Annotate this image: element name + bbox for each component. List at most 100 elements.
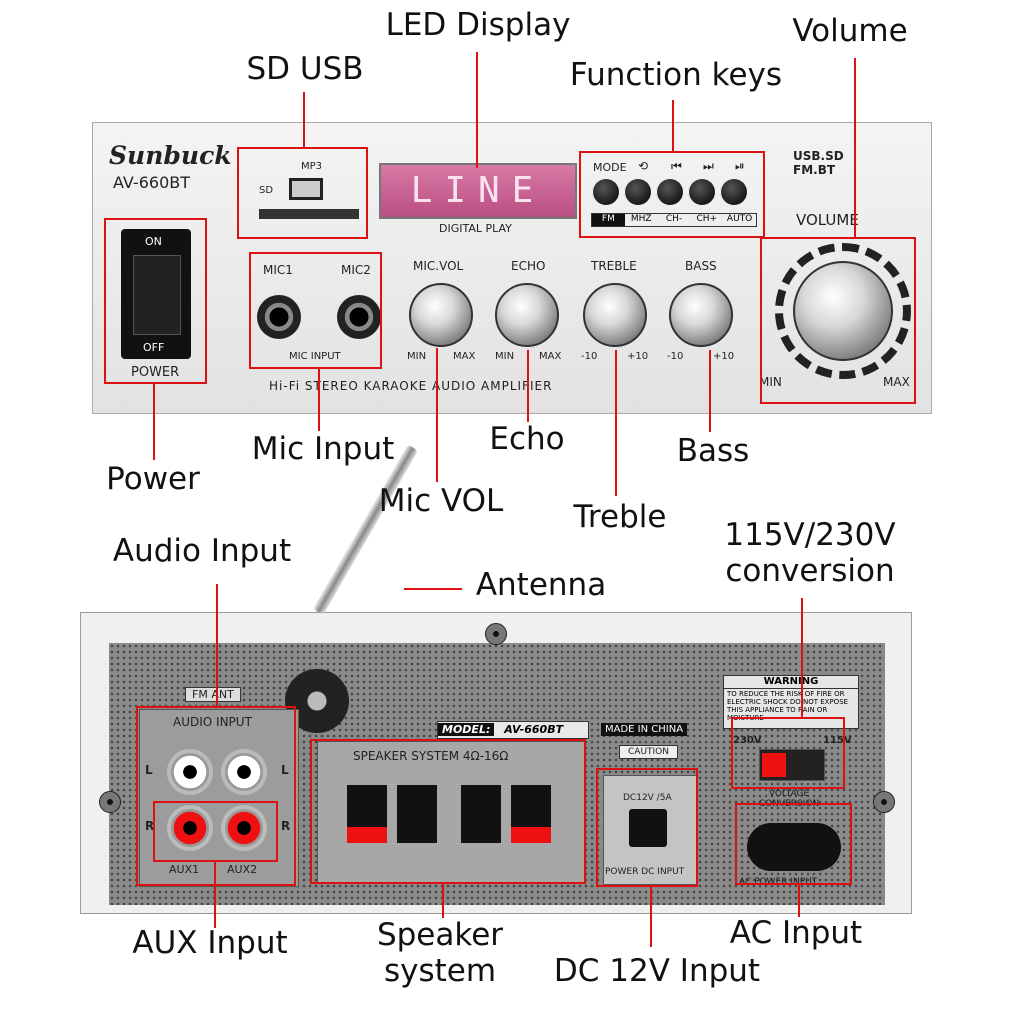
lead-bass bbox=[709, 350, 711, 432]
lead-echo bbox=[527, 350, 529, 422]
sd-usb-box bbox=[237, 147, 368, 239]
label-speaker-system: Speaker system bbox=[376, 917, 504, 989]
treble-knob[interactable] bbox=[583, 283, 647, 347]
warning-title: WARNING bbox=[724, 676, 858, 689]
right-channel-label-2: R bbox=[281, 819, 291, 833]
left-screw bbox=[99, 791, 121, 813]
echo-knob-label: ECHO bbox=[511, 259, 546, 273]
lead-audio-input bbox=[216, 584, 218, 706]
v115-label: 115V bbox=[823, 735, 852, 746]
made-in-label: MADE IN CHINA bbox=[601, 723, 688, 736]
volume-title: VOLUME bbox=[796, 211, 859, 229]
right-screw bbox=[873, 791, 895, 813]
dc-jack[interactable] bbox=[629, 809, 667, 847]
label-mic-input: Mic Input bbox=[251, 431, 395, 467]
auto-label: AUTO bbox=[726, 214, 753, 224]
voltage-conversion-box bbox=[731, 717, 845, 789]
usb-port[interactable] bbox=[289, 178, 323, 200]
antenna-rod[interactable] bbox=[312, 444, 419, 615]
echo-min: MIN bbox=[495, 351, 515, 362]
power-box bbox=[104, 218, 207, 384]
fm-ant-label: FM ANT bbox=[185, 687, 241, 702]
display-text: LINE bbox=[410, 170, 546, 211]
front-panel: Sunbuck AV-660BT MP3 SD LINE DIGITAL PLA… bbox=[92, 122, 932, 414]
volume-knob[interactable] bbox=[793, 261, 893, 361]
mic2-jack[interactable] bbox=[337, 295, 381, 339]
aux1-right-rca[interactable] bbox=[167, 805, 213, 851]
key-label-mode: MODE bbox=[593, 161, 627, 174]
lead-mic-input bbox=[318, 369, 320, 431]
key-label-repeat: ⟲ bbox=[638, 159, 649, 173]
top-screw bbox=[485, 623, 507, 645]
audio-input-section bbox=[139, 709, 299, 887]
echo-max: MAX bbox=[539, 351, 562, 362]
speaker-terminal-right-minus[interactable] bbox=[461, 785, 501, 843]
voltage-switch-slider[interactable] bbox=[762, 753, 786, 777]
label-treble: Treble bbox=[573, 499, 667, 535]
dc-input-section bbox=[603, 775, 697, 885]
mic-input-label: MIC INPUT bbox=[289, 351, 341, 362]
next-button[interactable] bbox=[689, 179, 715, 205]
lead-speaker-system bbox=[442, 884, 444, 918]
lead-led-display bbox=[476, 52, 478, 168]
power-label: POWER bbox=[131, 365, 180, 380]
aux2-right-rca[interactable] bbox=[221, 805, 267, 851]
speaker-system-box bbox=[310, 739, 586, 884]
mic2-label: MIC2 bbox=[341, 263, 371, 277]
speaker-system-label: SPEAKER SYSTEM 4Ω-16Ω bbox=[353, 749, 509, 763]
bass-knob[interactable] bbox=[669, 283, 733, 347]
label-function-keys: Function keys bbox=[569, 57, 783, 93]
aux1-left-rca[interactable] bbox=[167, 749, 213, 795]
repeat-button[interactable] bbox=[625, 179, 651, 205]
model-label: MODEL: bbox=[438, 723, 495, 736]
back-panel: FM ANT AUDIO INPUT L L R R AUX1 AUX2 MOD… bbox=[80, 612, 912, 914]
sd-slot[interactable] bbox=[259, 209, 359, 219]
bass-knob-label: BASS bbox=[685, 259, 717, 273]
ac-power-input-label: AC POWER INPUT bbox=[739, 877, 818, 887]
volume-box bbox=[760, 237, 916, 404]
power-rocker[interactable] bbox=[133, 255, 181, 335]
key-label-next: ⏭ bbox=[703, 159, 714, 173]
power-on-label: ON bbox=[145, 235, 162, 248]
function-keys-box bbox=[579, 151, 765, 238]
key-bottom-strip: FM MHZ CH- CH+ AUTO bbox=[591, 213, 757, 227]
key-label-play: ⏯ bbox=[735, 159, 745, 173]
speaker-terminal-left-plus[interactable] bbox=[347, 785, 387, 843]
aux2-left-rca[interactable] bbox=[221, 749, 267, 795]
play-pause-button[interactable] bbox=[721, 179, 747, 205]
product-strip-text: Hi-Fi STEREO KARAOKE AUDIO AMPLIFIER bbox=[269, 379, 553, 393]
speaker-terminal-right-plus[interactable] bbox=[511, 785, 551, 843]
ch-plus-label: CH+ bbox=[696, 214, 718, 224]
bass-max: +10 bbox=[713, 351, 735, 362]
voltage-switch[interactable] bbox=[759, 749, 825, 781]
lead-ac-input bbox=[798, 885, 800, 917]
ac-inlet[interactable] bbox=[747, 823, 841, 871]
speaker-terminal-left-minus[interactable] bbox=[397, 785, 437, 843]
mic-input-box bbox=[249, 252, 382, 369]
mhz-label: MHZ bbox=[630, 214, 652, 224]
power-switch[interactable]: ON OFF bbox=[121, 229, 191, 359]
dc-input-box bbox=[596, 768, 698, 887]
mic-vol-knob-label: MIC.VOL bbox=[413, 259, 464, 273]
aux1-label: AUX1 bbox=[169, 863, 200, 876]
usb-sd-fm-bt-label: USB.SD FM.BT bbox=[793, 149, 844, 177]
previous-button[interactable] bbox=[657, 179, 683, 205]
digital-play-label: DIGITAL PLAY bbox=[439, 222, 512, 235]
echo-knob[interactable] bbox=[495, 283, 559, 347]
label-power: Power bbox=[106, 461, 200, 497]
lead-function-keys bbox=[672, 100, 674, 152]
left-channel-label-1: L bbox=[145, 763, 153, 777]
model-number: AV-660BT bbox=[113, 173, 190, 192]
key-label-prev: ⏮ bbox=[671, 159, 682, 173]
audio-input-box bbox=[136, 706, 296, 886]
mic-vol-knob[interactable] bbox=[409, 283, 473, 347]
volume-ring bbox=[775, 243, 911, 379]
label-voltage-conversion: 115V/230V conversion bbox=[724, 517, 896, 589]
mic1-jack[interactable] bbox=[257, 295, 301, 339]
treble-min: -10 bbox=[581, 351, 598, 362]
warning-label: WARNING TO REDUCE THE RISK OF FIRE OR EL… bbox=[723, 675, 859, 729]
mode-button[interactable] bbox=[593, 179, 619, 205]
lead-antenna bbox=[404, 588, 462, 590]
label-sd-usb: SD USB bbox=[246, 51, 364, 87]
power-dc-input-label: POWER DC INPUT bbox=[605, 867, 685, 877]
